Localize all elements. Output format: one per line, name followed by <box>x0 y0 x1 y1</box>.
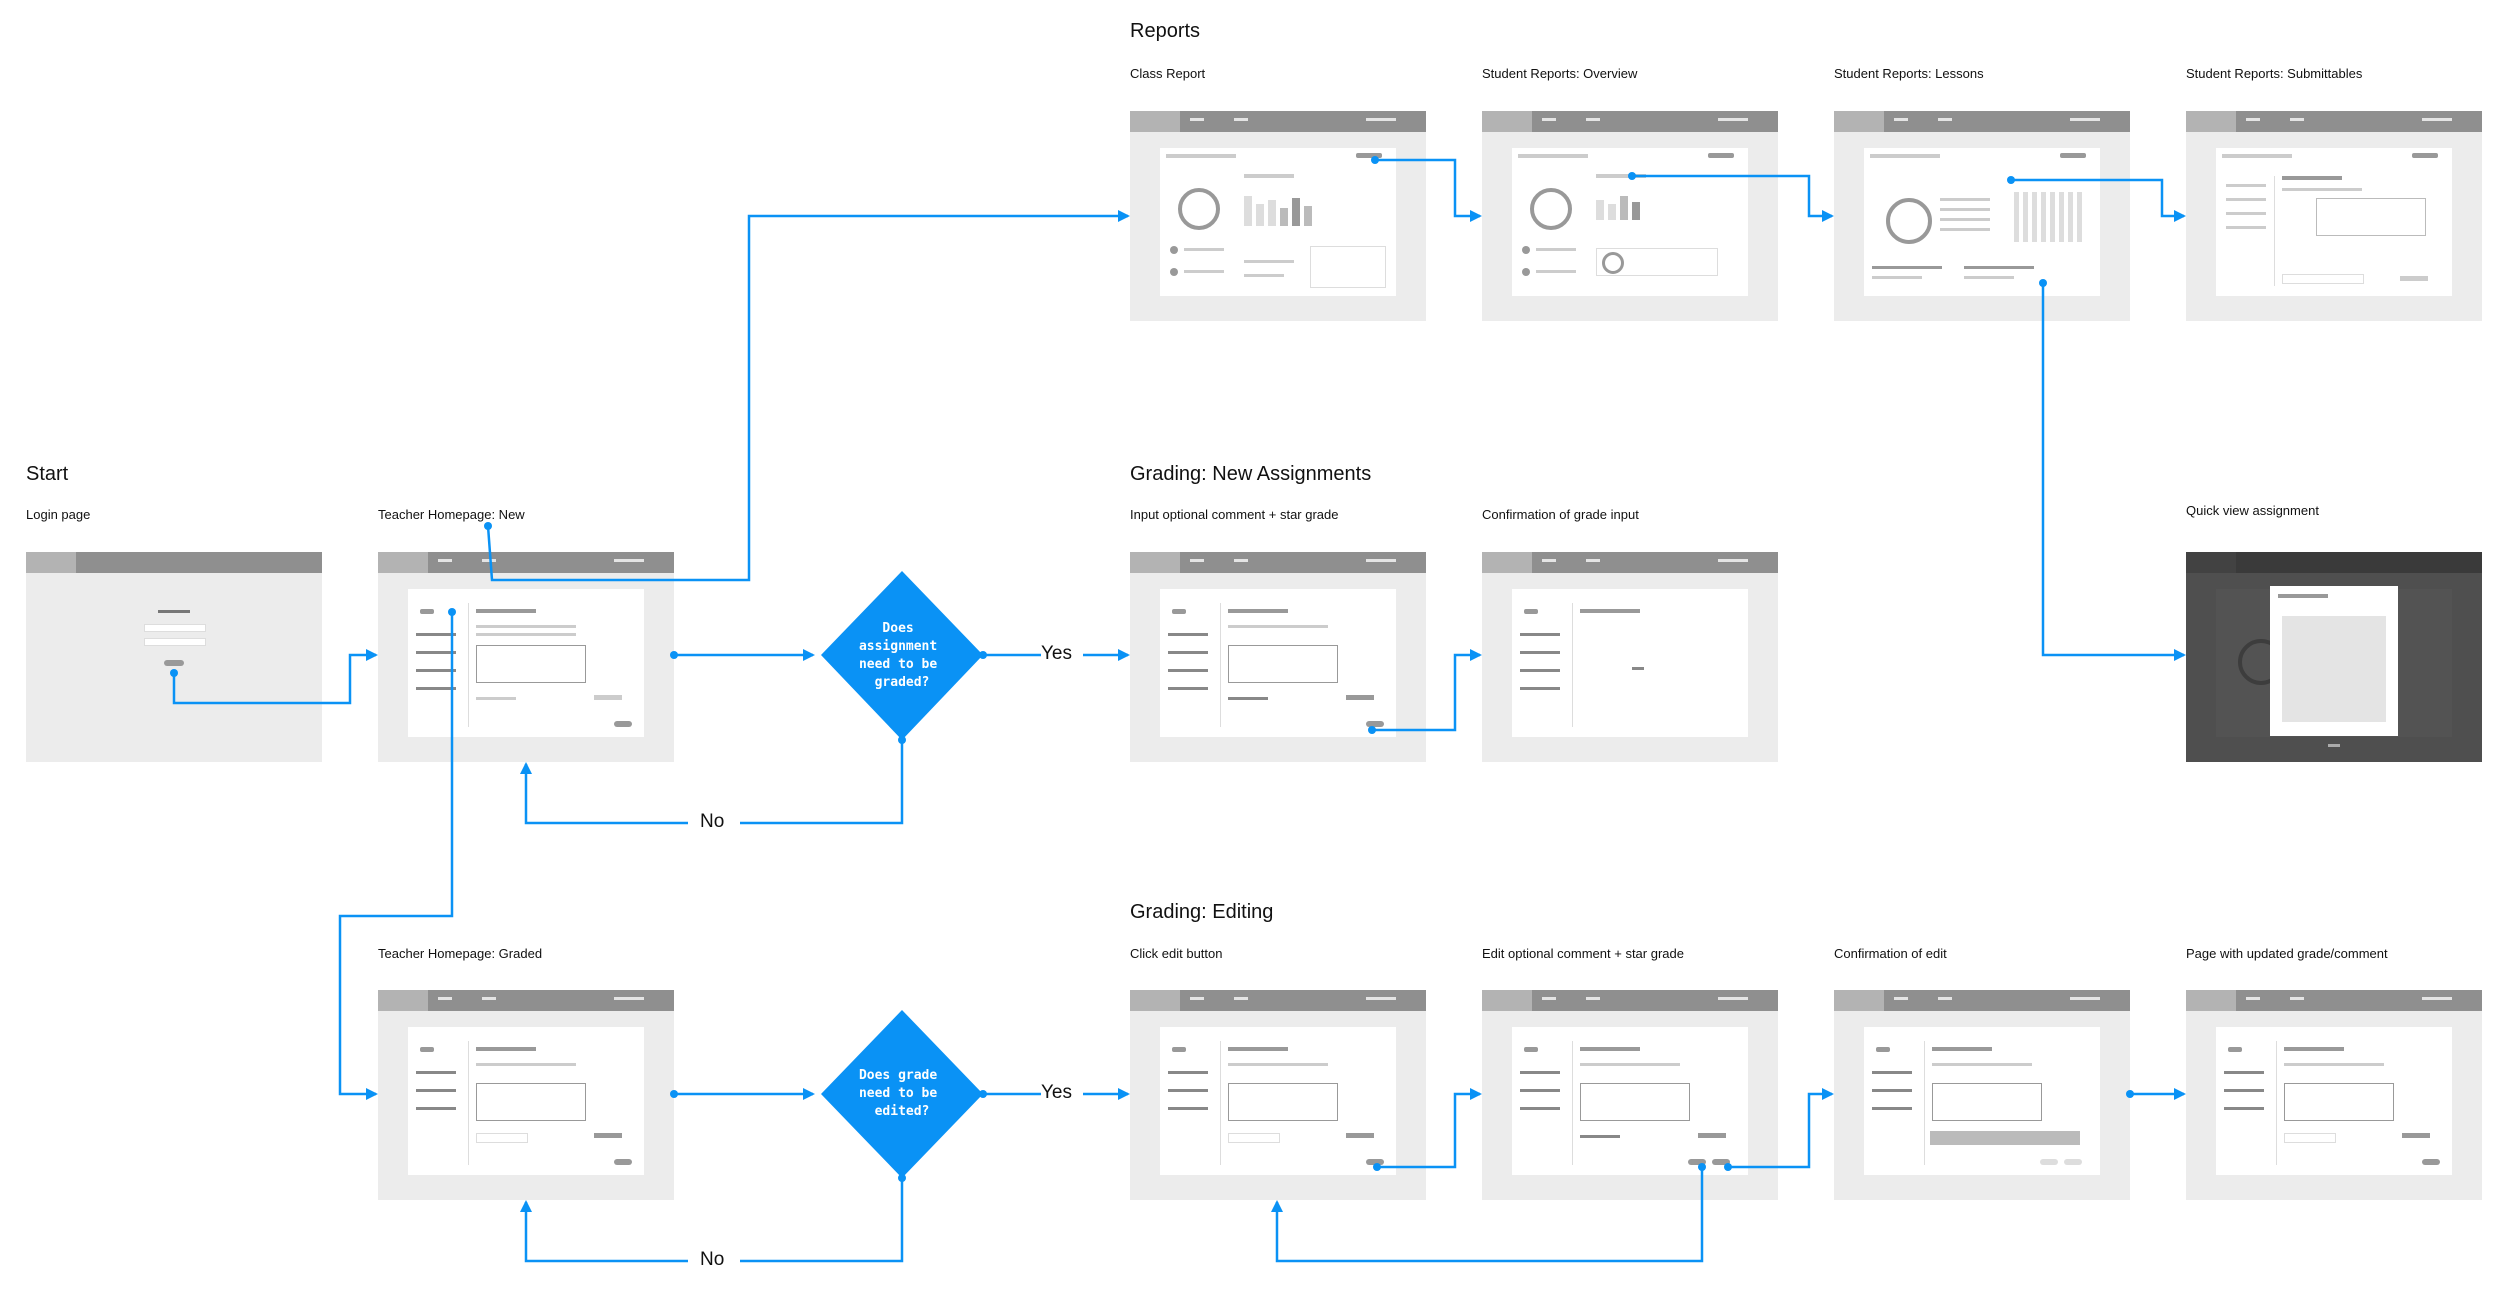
label-confirm-grade: Confirmation of grade input <box>1482 507 1639 522</box>
wireframe-card <box>1160 148 1396 296</box>
edge-edit-to-confirm <box>1728 1088 1834 1169</box>
edge-home-to-reports <box>486 210 1130 582</box>
label-teacher-home-new: Teacher Homepage: New <box>378 507 525 522</box>
label-edit-comment: Edit optional comment + star grade <box>1482 946 1684 961</box>
wireframe-input-comment[interactable] <box>1130 552 1426 762</box>
label-input-comment: Input optional comment + star grade <box>1130 507 1339 522</box>
label-teacher-home-graded: Teacher Homepage: Graded <box>378 946 543 961</box>
label-login: Login page <box>26 507 91 522</box>
label-quick-view: Quick view assignment <box>2186 503 2319 518</box>
label-updated-page: Page with updated grade/comment <box>2186 946 2388 961</box>
wireframe-class-report[interactable] <box>1130 111 1426 321</box>
wireframe-teacher-home-graded[interactable] <box>378 990 674 1200</box>
label-student-lessons: Student Reports: Lessons <box>1834 66 1984 81</box>
edge-decision2-no <box>740 1178 904 1263</box>
edge-label-yes-editing: Yes <box>1041 1082 1072 1103</box>
section-title-grading-editing: Grading: Editing <box>1130 901 1274 923</box>
edge-label-yes-grading: Yes <box>1041 643 1072 664</box>
label-confirm-edit: Confirmation of edit <box>1834 946 1947 961</box>
edge-decision1-no <box>740 740 904 825</box>
section-title-reports: Reports <box>1130 20 1201 42</box>
edge-input-to-confirm <box>1372 649 1482 732</box>
edge-label-no-grading: No <box>700 811 725 832</box>
edge-overview-to-lessons <box>1632 174 1834 222</box>
edge-home-new-to-graded <box>338 612 454 1100</box>
wireframe-login[interactable] <box>26 552 322 762</box>
wireframe-student-lessons[interactable] <box>1834 111 2130 321</box>
label-student-submittables: Student Reports: Submittables <box>2186 66 2363 81</box>
section-title-grading-new: Grading: New Assignments <box>1130 463 1372 485</box>
wireframe-click-edit[interactable] <box>1130 990 1426 1200</box>
wireframe-confirm-edit[interactable] <box>1834 990 2130 1200</box>
wireframe-confirm-grade[interactable] <box>1482 552 1778 762</box>
edge-lessons-to-quickview <box>2041 283 2186 661</box>
decision-diamond-grading <box>821 571 983 740</box>
wireframe-updated-page[interactable] <box>2186 990 2482 1200</box>
decision-diamond-editing <box>821 1010 983 1178</box>
label-student-overview: Student Reports: Overview <box>1482 66 1638 81</box>
wireframe-teacher-home-new[interactable] <box>378 552 674 762</box>
label-class-report: Class Report <box>1130 66 1206 81</box>
edge-class-to-overview <box>1375 158 1482 222</box>
edge-lessons-to-submittables <box>2011 178 2186 222</box>
wireframe-edit-comment[interactable] <box>1482 990 1778 1200</box>
section-title-start: Start <box>26 463 69 485</box>
wireframe-student-overview[interactable] <box>1482 111 1778 321</box>
edge-edit-cancel <box>1271 1167 1704 1263</box>
edge-click-to-edit <box>1377 1088 1482 1169</box>
wireframe-student-submittables[interactable] <box>2186 111 2482 321</box>
decision-text-grading: Does assignment need to be graded? <box>859 621 945 690</box>
edge-login-to-home <box>172 649 378 705</box>
edge-label-no-editing: No <box>700 1249 725 1270</box>
decision-text-editing: Does grade need to be edited? <box>859 1068 945 1119</box>
label-click-edit: Click edit button <box>1130 946 1223 961</box>
wireframe-topbar <box>1130 111 1426 132</box>
wireframe-quick-view[interactable] <box>2186 552 2482 762</box>
